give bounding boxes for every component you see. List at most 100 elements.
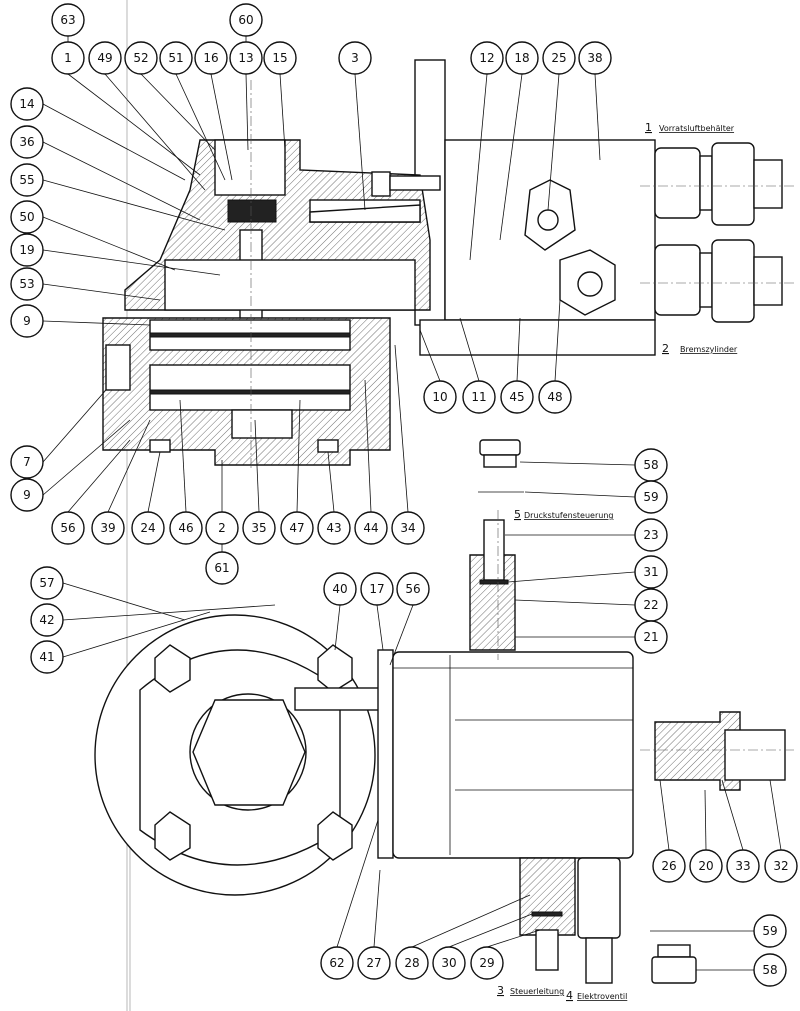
callout-number: 50 [19,210,34,224]
callout-circle [10,87,44,121]
callout-10: 10 [423,380,457,414]
callout-47: 47 [280,511,314,545]
svg-text:Elektroventil: Elektroventil [577,992,627,1001]
callout-circle [124,41,158,75]
plug-58-top [478,439,524,493]
callout-circle [753,914,787,948]
callout-number: 15 [272,51,287,65]
callout-circle [634,620,668,654]
callout-number: 45 [509,390,524,404]
callout-59: 59 [634,480,668,514]
callout-circle [360,572,394,606]
callout-circle [51,511,85,545]
callout-circle [354,511,388,545]
callout-58: 58 [634,448,668,482]
callout-number: 63 [60,13,75,27]
callout-7: 7 [10,445,44,479]
callout-circle [634,555,668,589]
callout-number: 31 [643,565,658,579]
callout-number: 25 [551,51,566,65]
callout-13: 13 [229,41,263,75]
callout-number: 52 [133,51,148,65]
callout-number: 18 [514,51,529,65]
callout-circle [30,566,64,600]
callout-circle [652,849,686,883]
callout-number: 26 [661,859,676,873]
callout-circle [538,380,572,414]
callout-number: 47 [289,521,304,535]
svg-text:4: 4 [566,989,573,1002]
callout-33: 33 [726,849,760,883]
callout-number: 59 [762,924,777,938]
callout-11: 11 [462,380,496,414]
callout-34: 34 [391,511,425,545]
callout-number: 43 [326,521,341,535]
callout-number: 10 [432,390,447,404]
callout-number: 7 [23,455,31,469]
callout-circle [634,480,668,514]
callout-circle [753,953,787,987]
callout-circle [320,946,354,980]
callout-52: 52 [124,41,158,75]
callout-49: 49 [88,41,122,75]
callout-number: 39 [100,521,115,535]
callout-48: 48 [538,380,572,414]
callout-circle [205,511,239,545]
callout-number: 61 [214,561,229,575]
callout-56: 56 [396,572,430,606]
callout-2: 2 [205,511,239,545]
callout-number: 34 [400,521,415,535]
callout-number: 11 [471,390,486,404]
callout-number: 9 [23,488,31,502]
callout-circle [500,380,534,414]
top-section-view [102,59,795,470]
callout-19: 19 [10,233,44,267]
callout-circle [395,946,429,980]
callout-number: 3 [351,51,359,65]
callout-circle [505,41,539,75]
callout-number: 27 [366,956,381,970]
callout-circle [432,946,466,980]
callout-number: 56 [60,521,75,535]
callout-circle [280,511,314,545]
callout-number: 56 [405,582,420,596]
callout-circle [10,267,44,301]
callout-21: 21 [634,620,668,654]
callout-number: 58 [643,458,658,472]
callout-1: 1 [51,41,85,75]
callout-circle [764,849,798,883]
callout-number: 20 [698,859,713,873]
callout-number: 36 [19,135,34,149]
callout-circle [51,41,85,75]
callout-circle [689,849,723,883]
callout-circle [396,572,430,606]
callout-circle [169,511,203,545]
callout-24: 24 [131,511,165,545]
callout-circle [131,511,165,545]
callout-number: 16 [203,51,218,65]
callout-45: 45 [500,380,534,414]
svg-text:Bremszylinder: Bremszylinder [680,345,738,354]
callout-number: 9 [23,314,31,328]
callout-28: 28 [395,946,429,980]
svg-text:Druckstufensteuerung: Druckstufensteuerung [524,511,613,520]
callout-number: 53 [19,277,34,291]
callout-circle [462,380,496,414]
callout-circle [470,41,504,75]
callout-25: 25 [542,41,576,75]
callout-39: 39 [91,511,125,545]
callout-circle [10,478,44,512]
callout-53: 53 [10,267,44,301]
callout-35: 35 [242,511,276,545]
callout-circle [578,41,612,75]
callout-circle [10,304,44,338]
callout-circle [205,551,239,585]
callout-number: 58 [762,963,777,977]
bottom-side-view [94,510,795,984]
callout-circle [51,3,85,37]
callout-circle [91,511,125,545]
callout-circle [30,640,64,674]
callout-62: 62 [320,946,354,980]
